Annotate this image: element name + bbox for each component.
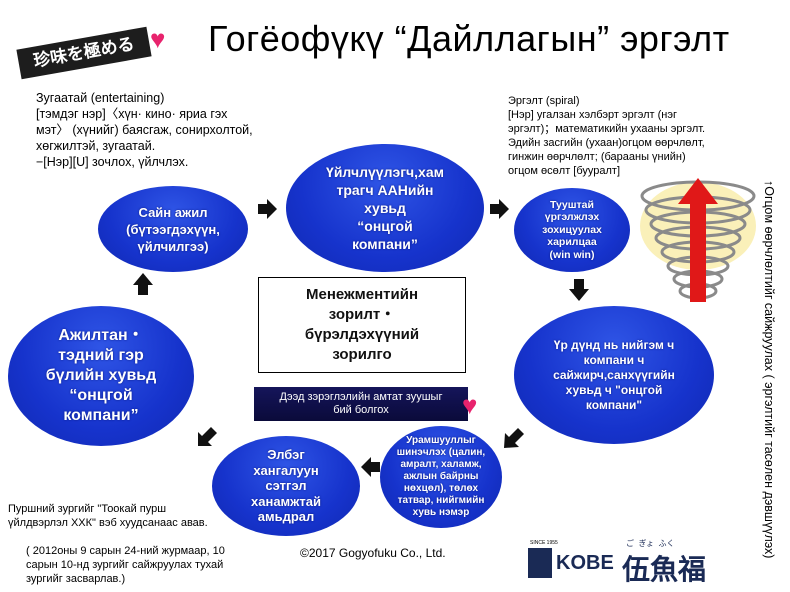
logo-since: SINCE 1955 — [530, 540, 558, 546]
source-note: Пуршний зургийг "Тоокай пурш үйлдвэрлэл … — [8, 503, 208, 529]
definition-line: эргэлт)；математикийн ухааны эргэлт. — [508, 123, 706, 135]
definition-line: гинжин өөрчлөлт; (барааны үнийн) — [508, 151, 686, 163]
vertical-note: ↑Огцом өөрчлөлтийг сайжруулах ( эргэлтий… — [762, 180, 776, 559]
definition-line: мэт〉 (хүнийг) баясгаж, сонирхолтой, — [36, 123, 253, 137]
definition-line: [Нэр] угалзан хэлбэрт эргэлт (нэг — [508, 109, 677, 121]
page-title: Гогёофүкү “Дайллагын” эргэлт — [208, 18, 730, 59]
arrow-right-icon — [256, 198, 278, 220]
heart-icon: ♥ — [462, 390, 478, 420]
node-label: Элбэг хангалуун сэтгэл ханамжтай амьдрал — [251, 447, 321, 525]
brand-badge: 珍味を極める — [16, 26, 152, 80]
management-goal-box: Менежментийн зорилт・ бүрэлдэхүүний зорил… — [258, 277, 466, 373]
node-label: Үр дүнд нь нийгэм ч компани ч сайжирч,са… — [553, 337, 675, 412]
definition-line: огцом өсөлт [бууралт] — [508, 165, 621, 177]
definition-line: −[Нэр][U] зочлох, үйлчлэх. — [36, 155, 189, 169]
logo-mark-icon — [528, 548, 552, 578]
arrow-down-left-icon — [502, 428, 524, 450]
date-note: ( 2012оны 9 сарын 24-ний журмаар, 10 сар… — [26, 545, 225, 585]
premium-snack-box: Дээд зэрэглэлийн амтат зуушыг бий болгох — [254, 387, 468, 421]
arrow-down-icon — [568, 278, 590, 302]
definition-line: хөгжилтэй, зугаатай. — [36, 139, 156, 153]
node-salary: Урамшууллыг шинэчлэх (цалин, амралт, хал… — [380, 426, 502, 528]
definition-line: Эргэлт (spiral) — [508, 95, 580, 107]
spring-image — [632, 176, 766, 306]
logo-ruby: ご ぎょ ふく — [626, 539, 675, 548]
definition-entertaining: Зугаатай (entertaining) [тэмдэг нэр]〈хүн… — [36, 90, 336, 170]
node-label: Үйлчлүүлэгч,хам трагч ААНийн хувьд “онцг… — [326, 164, 444, 252]
arrow-left-icon — [360, 456, 382, 478]
definition-line: Зугаатай (entertaining) — [36, 91, 165, 105]
arrow-up-icon — [132, 272, 154, 296]
node-employees: Ажилтан・ тэдний гэр бүлийн хувьд “онцгой… — [8, 306, 194, 446]
node-good-work: Сайн ажил (бүтээгдэхүүн, үйлчилгээ) — [98, 186, 248, 272]
arrow-up-left-icon — [196, 426, 218, 448]
node-label: Урамшууллыг шинэчлэх (цалин, амралт, хал… — [396, 435, 486, 518]
definition-line: Эдийн засгийн (ухаан)огцом өөрчлөлт, — [508, 137, 705, 149]
node-label: Ажилтан・ тэдний гэр бүлийн хувьд “онцгой… — [45, 327, 157, 424]
heart-icon: ♥ — [150, 24, 166, 54]
copyright: ©2017 Gogyofuku Co., Ltd. — [300, 546, 446, 560]
node-winwin: Тууштай үргэлжлэх зохицуулах харилцаа (w… — [514, 188, 630, 272]
arrow-right-icon — [488, 198, 510, 220]
definition-line: [тэмдэг нэр]〈хүн· кино· яриа гэх — [36, 107, 228, 121]
node-society: Үр дүнд нь нийгэм ч компани ч сайжирч,са… — [514, 306, 714, 444]
node-label: Тууштай үргэлжлэх зохицуулах харилцаа (w… — [542, 198, 602, 261]
definition-spiral: Эргэлт (spiral) [Нэр] угалзан хэлбэрт эр… — [508, 94, 758, 178]
node-customers: Үйлчлүүлэгч,хам трагч ААНийн хувьд “онцг… — [286, 144, 484, 272]
logo-kobe: KOBE — [556, 552, 614, 574]
node-label: Сайн ажил (бүтээгдэхүүн, үйлчилгээ) — [126, 204, 220, 254]
node-life: Элбэг хангалуун сэтгэл ханамжтай амьдрал — [212, 436, 360, 536]
logo-kanji: 伍魚福 — [622, 553, 707, 586]
